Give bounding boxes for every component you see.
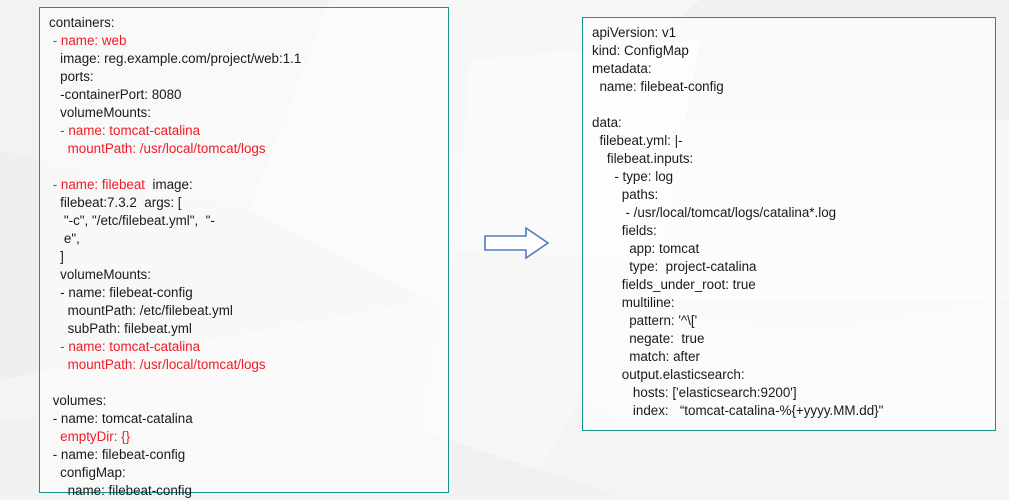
- configmap-yaml-line: filebeat.inputs:: [592, 151, 694, 166]
- pod-yaml-line: ]: [49, 249, 64, 264]
- pod-yaml-line: configMap:: [49, 465, 126, 480]
- pod-yaml-code-block: containers: - name: web image: reg.examp…: [49, 14, 444, 500]
- configmap-yaml-line: fields_under_root: true: [592, 277, 756, 292]
- pod-yaml-line: - name: web: [49, 33, 127, 48]
- pod-yaml-line: ports:: [49, 69, 94, 84]
- pod-yaml-line: volumeMounts:: [49, 267, 151, 282]
- configmap-yaml-line: kind: ConfigMap: [592, 43, 689, 58]
- pod-yaml-line: e",: [49, 231, 80, 246]
- configmap-yaml-line: paths:: [592, 187, 659, 202]
- configmap-yaml-panel: apiVersion: v1 kind: ConfigMap metadata: n…: [582, 17, 996, 431]
- configmap-yaml-line: pattern: '^\[': [592, 313, 698, 328]
- configmap-yaml-line: filebeat.yml: |-: [592, 133, 683, 148]
- configmap-yaml-line: apiVersion: v1: [592, 25, 677, 40]
- configmap-yaml-line: type: project-catalina: [592, 259, 757, 274]
- configmap-yaml-line: app: tomcat: [592, 241, 700, 256]
- pod-yaml-line: - name: tomcat-catalina: [49, 339, 201, 354]
- pod-yaml-line: mountPath: /usr/local/tomcat/logs: [49, 357, 266, 372]
- configmap-yaml-line: hosts: ['elasticsearch:9200']: [592, 385, 797, 400]
- configmap-yaml-line: match: after: [592, 349, 700, 364]
- configmap-yaml-line: metadata:: [592, 61, 652, 76]
- pod-yaml-panel: containers: - name: web image: reg.examp…: [39, 7, 449, 498]
- pod-yaml-line: subPath: filebeat.yml: [49, 321, 192, 336]
- pod-yaml-line: volumeMounts:: [49, 105, 151, 120]
- pod-yaml-line: - name: tomcat-catalina: [49, 411, 193, 426]
- pod-yaml-line: mountPath: /usr/local/tomcat/logs: [49, 141, 266, 156]
- pod-yaml-line: [49, 374, 444, 392]
- pod-yaml-line: - name: tomcat-catalina: [49, 123, 201, 138]
- pod-yaml-line: name: filebeat-config: [49, 483, 192, 498]
- pod-yaml-line: mountPath: /etc/filebeat.yml: [49, 303, 233, 318]
- configmap-yaml-line: output.elasticsearch:: [592, 367, 745, 382]
- configmap-yaml-code-block: apiVersion: v1 kind: ConfigMap metadata: n…: [592, 24, 991, 420]
- configmap-yaml-line: index: “tomcat-catalina-%{+yyyy.MM.dd}": [592, 403, 884, 418]
- configmap-yaml-line: - type: log: [592, 169, 674, 184]
- pod-yaml-line: containers:: [49, 15, 115, 30]
- configmap-yaml-line: name: filebeat-config: [592, 79, 724, 94]
- configmap-yaml-line: - /usr/local/tomcat/logs/catalina*.log: [592, 205, 837, 220]
- configmap-yaml-line: negate: true: [592, 331, 705, 346]
- pod-yaml-line: - name: filebeat-config: [49, 285, 193, 300]
- pod-yaml-line: [49, 158, 444, 176]
- pod-yaml-line: emptyDir: {}: [49, 429, 131, 444]
- pod-yaml-line: - name: filebeat image:: [49, 176, 444, 194]
- configmap-yaml-line: data:: [592, 115, 622, 130]
- configmap-yaml-line: [592, 96, 991, 114]
- pod-yaml-line: - name: filebeat-config: [49, 447, 186, 462]
- pod-yaml-line: volumes:: [49, 393, 107, 408]
- pod-yaml-line: -containerPort: 8080: [49, 87, 182, 102]
- configmap-yaml-line: multiline:: [592, 295, 675, 310]
- pod-yaml-line: image: reg.example.com/project/web:1.1: [49, 51, 302, 66]
- flow-arrow-icon: [484, 226, 550, 260]
- configmap-yaml-line: fields:: [592, 223, 657, 238]
- pod-yaml-line: filebeat:7.3.2 args: [: [49, 195, 182, 210]
- pod-yaml-line-segment: - name: filebeat: [49, 177, 146, 192]
- pod-yaml-line-segment: image:: [145, 177, 193, 192]
- pod-yaml-line: "-c", "/etc/filebeat.yml", "-: [49, 213, 215, 228]
